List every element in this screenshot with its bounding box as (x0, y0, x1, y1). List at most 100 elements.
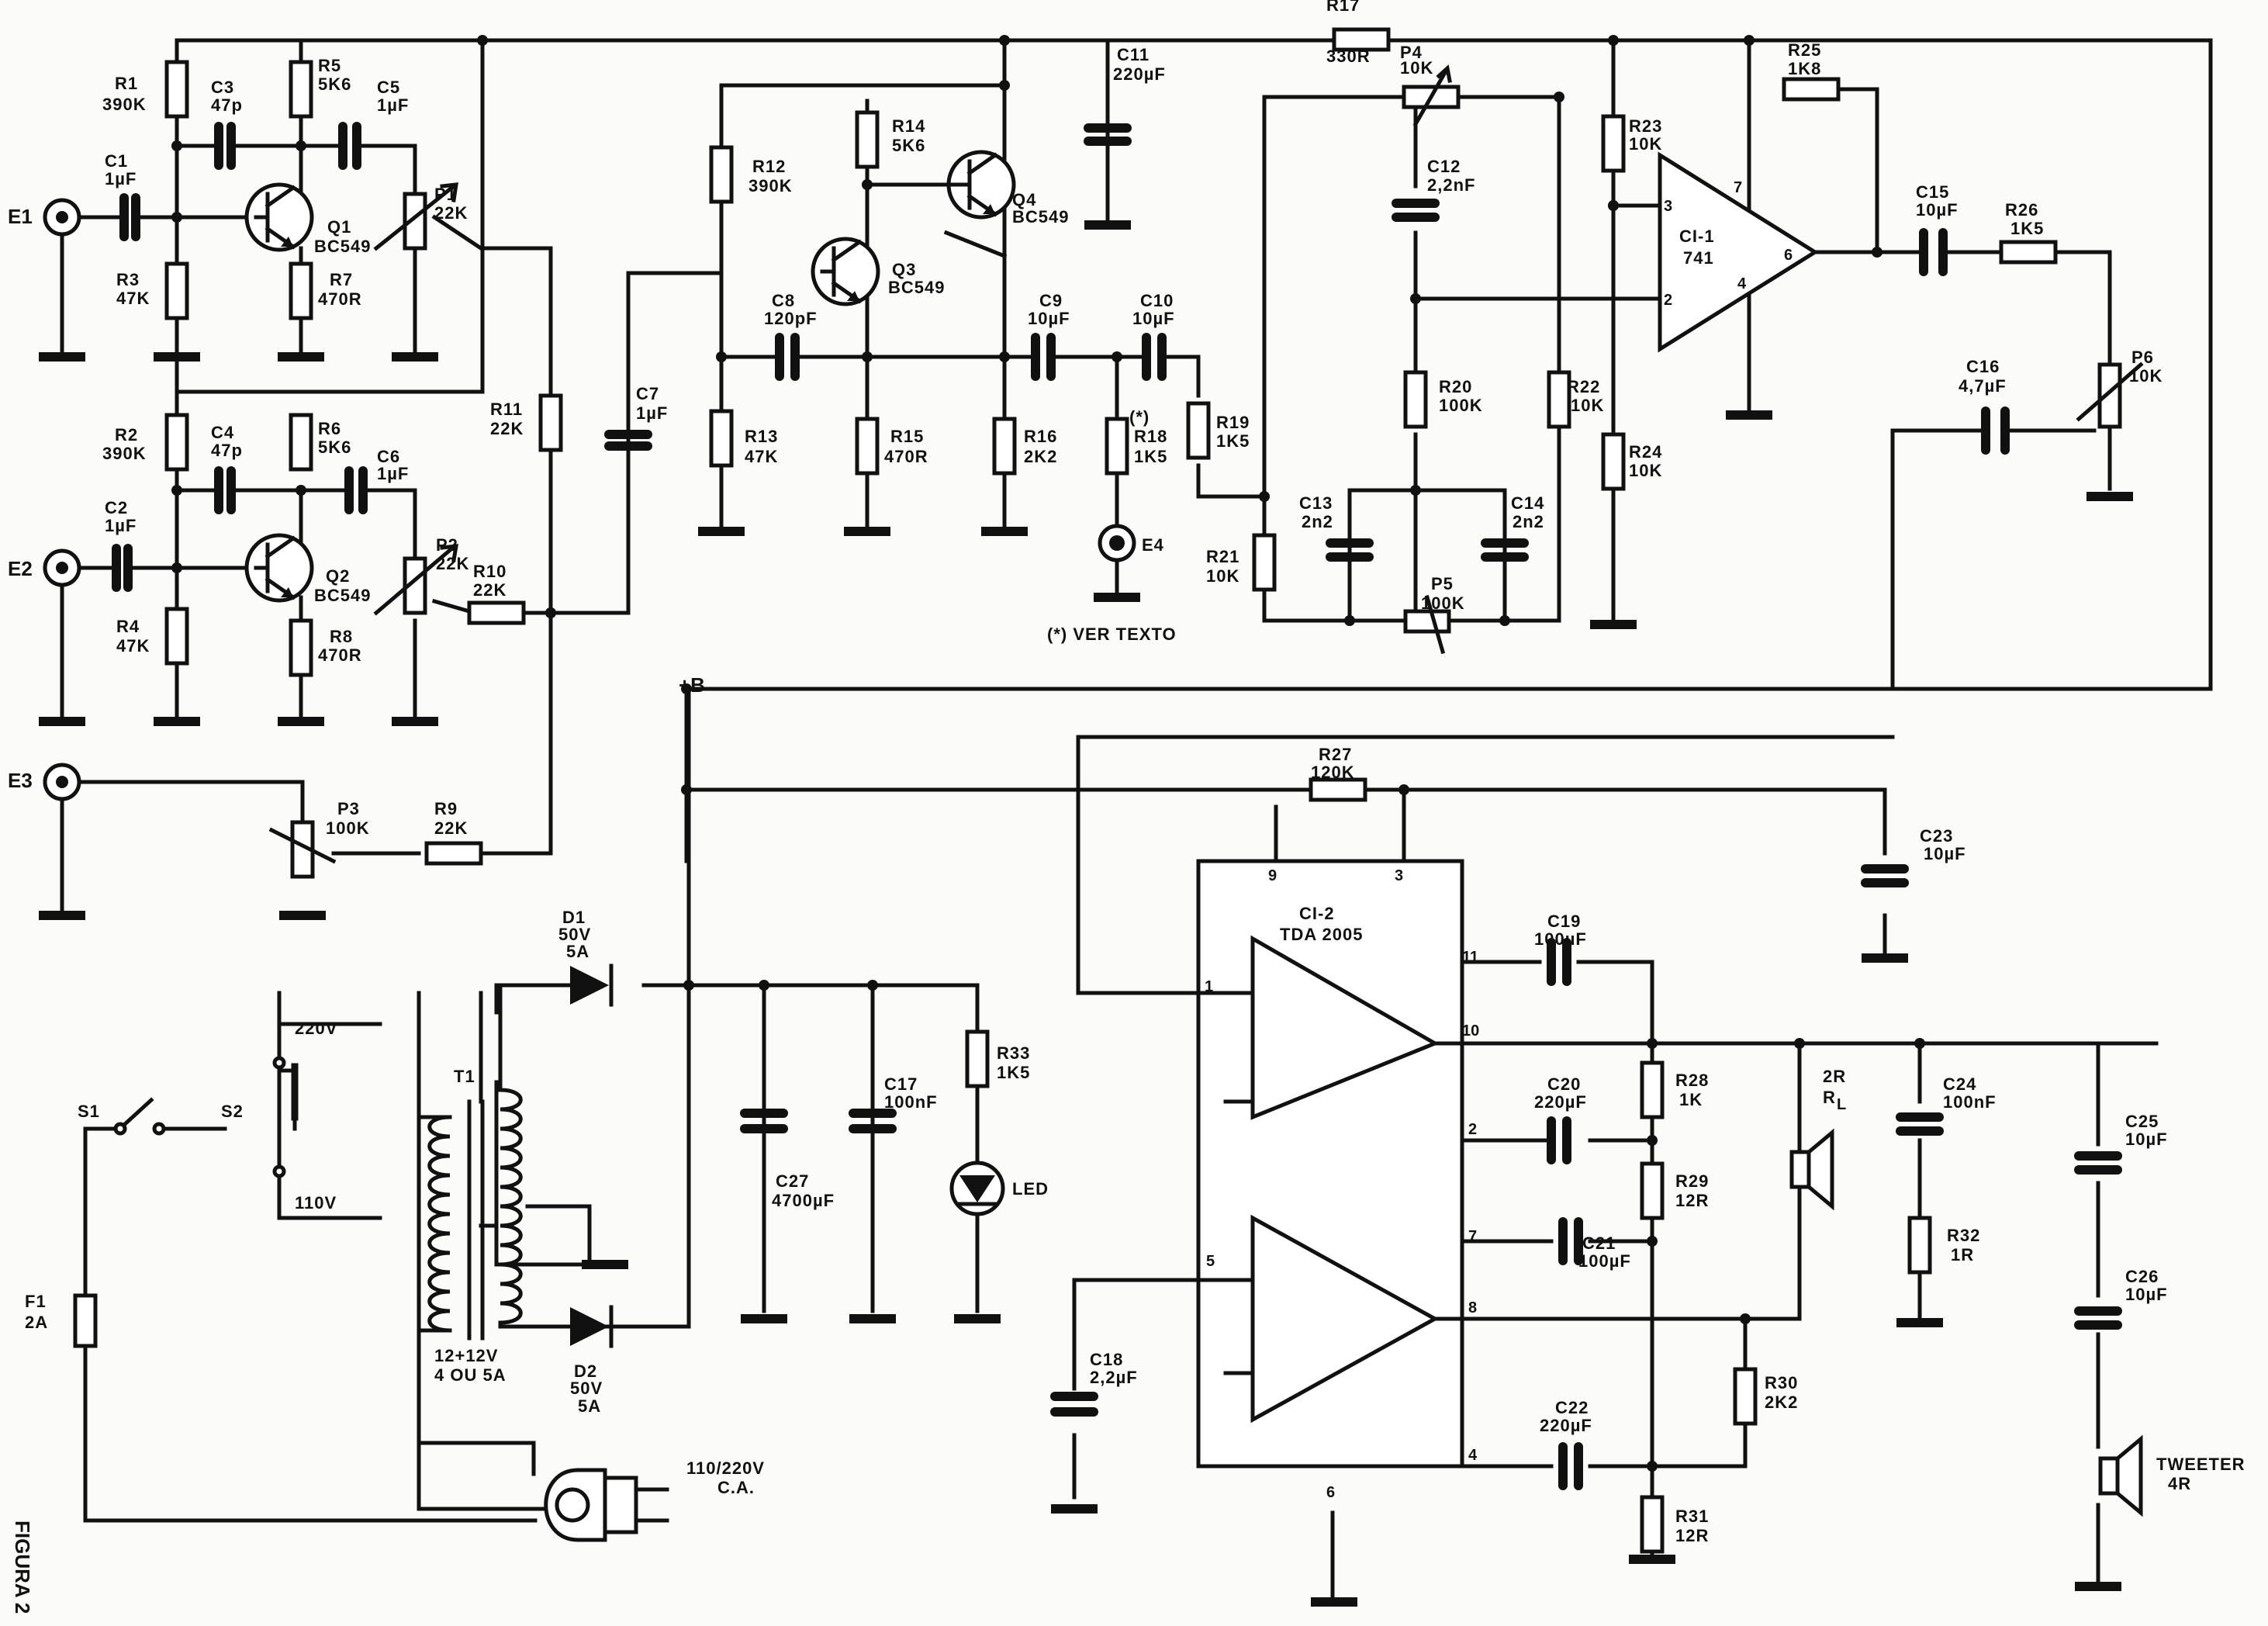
label-r26-ref: R26 (2005, 200, 2038, 220)
cap-c18 (1050, 1392, 1098, 1417)
fuse-f1 (73, 1293, 98, 1348)
cap-c21 (1558, 1217, 1583, 1265)
label-ic2-pin3: 3 (1395, 867, 1403, 884)
resistor-r12 (709, 145, 734, 204)
label-d2-ref: D2 (574, 1361, 597, 1381)
label-c5-ref: C5 (377, 78, 400, 97)
label-c19-ref: C19 (1547, 912, 1581, 931)
label-r30-val: 2K2 (1765, 1392, 1798, 1412)
resistor-r33 (965, 1029, 990, 1088)
label-ic2-pin5: 5 (1206, 1253, 1215, 1270)
label-r24-val: 10K (1629, 461, 1662, 480)
cap-c23 (1861, 864, 1909, 887)
label-r17-val: 330R (1326, 47, 1371, 66)
label-c10-ref: C10 (1140, 291, 1174, 310)
label-c22-ref: C22 (1555, 1398, 1589, 1417)
label-p6-val: 10K (2129, 366, 2163, 386)
label-r20-val: 100K (1439, 396, 1483, 415)
label-r24-ref: R24 (1629, 442, 1662, 462)
resistor-r30 (1733, 1367, 1758, 1426)
cap-c4 (214, 466, 236, 514)
label-r28-val: 1K (1679, 1090, 1703, 1109)
pot-p5 (1403, 609, 1451, 634)
label-s1: S1 (78, 1102, 100, 1121)
label-c3-ref: C3 (211, 78, 234, 97)
resistor-r15 (855, 417, 880, 476)
label-r13-val: 47K (745, 447, 778, 466)
label-ic2-pin10: 10 (1462, 1022, 1479, 1040)
resistor-r19 (1186, 401, 1211, 460)
label-ic2-ref: CI-2 (1299, 904, 1335, 923)
label-r4-val: 47K (116, 636, 150, 656)
label-c7-val: 1µF (636, 403, 668, 423)
ground-symbols (39, 220, 2133, 1607)
label-c15-ref: C15 (1916, 182, 1949, 202)
label-r18-val: 1K5 (1134, 447, 1167, 466)
transformer-t1 (417, 987, 592, 1341)
resistor-r26 (1999, 240, 2058, 265)
label-ic1-ref: CI-1 (1679, 227, 1715, 246)
label-r31-val: 12R (1675, 1526, 1709, 1545)
label-r3-ref: R3 (116, 270, 140, 289)
label-c24-val: 100nF (1943, 1092, 1997, 1112)
label-r18-mark: (*) (1129, 407, 1150, 427)
label-c12-ref: C12 (1427, 157, 1461, 176)
label-c2-val: 1µF (105, 516, 137, 535)
resistor-r24 (1601, 432, 1626, 491)
label-r13-ref: R13 (745, 427, 778, 446)
label-r14-val: 5K6 (892, 136, 925, 155)
label-p5-val: 100K (1421, 593, 1465, 613)
label-r11-val: 22K (490, 419, 524, 438)
resistor-r6 (289, 413, 313, 472)
label-ic2-pin9: 9 (1268, 867, 1277, 884)
switches (113, 1022, 299, 1220)
label-r23-ref: R23 (1629, 116, 1662, 136)
label-c21-val: 100µF (1578, 1251, 1631, 1271)
resistor-r13 (709, 409, 734, 468)
label-e2: E2 (8, 557, 33, 580)
label-r5-ref: R5 (318, 56, 341, 75)
label-q1-type: BC549 (314, 237, 371, 256)
label-c27-val: 4700µF (772, 1191, 835, 1210)
label-c18-ref: C18 (1090, 1350, 1123, 1369)
label-r30-ref: R30 (1765, 1373, 1798, 1392)
label-p1-val: 22K (434, 203, 468, 223)
cap-c15 (1919, 228, 1948, 276)
label-ic2-pin11: 11 (1462, 949, 1478, 966)
label-q4-type: BC549 (1012, 207, 1069, 227)
resistor-r32 (1907, 1216, 1932, 1275)
resistor-r31 (1640, 1495, 1665, 1554)
label-ic1-pin3: 3 (1664, 198, 1672, 215)
label-r31-ref: R31 (1675, 1507, 1709, 1526)
label-p1-ref: P1 (434, 185, 457, 204)
resistor-r20 (1403, 370, 1428, 429)
label-ic2-pin1: 1 (1205, 978, 1213, 995)
cap-c20 (1547, 1116, 1571, 1164)
transistor-q2 (244, 533, 314, 603)
label-c14-val: 2n2 (1513, 512, 1544, 531)
label-p5-ref: P5 (1431, 574, 1454, 593)
cap-c1 (119, 193, 140, 241)
label-r16-val: 2K2 (1024, 447, 1057, 466)
resistor-r5 (289, 60, 313, 119)
label-led: LED (1012, 1179, 1049, 1199)
label-r21-val: 10K (1206, 566, 1239, 586)
resistor-r18 (1105, 417, 1129, 476)
label-r1-val: 390K (102, 95, 147, 114)
label-q3-ref: Q3 (892, 260, 916, 279)
label-r3-val: 47K (116, 289, 150, 308)
label-c6-ref: C6 (377, 447, 400, 466)
label-r9-val: 22K (434, 818, 468, 838)
label-r11-ref: R11 (490, 400, 523, 419)
cap-c19 (1547, 938, 1571, 986)
label-r18-ref: R18 (1134, 427, 1167, 446)
label-rail-b: +B (679, 673, 705, 697)
label-r33-ref: R33 (997, 1043, 1030, 1063)
label-mains-sub: C.A. (717, 1478, 755, 1497)
label-r16-ref: R16 (1024, 427, 1057, 446)
potentiometers (268, 64, 2144, 879)
label-r4-ref: R4 (116, 617, 140, 636)
resistor-r29 (1640, 1161, 1665, 1220)
label-c10-val: 10µF (1132, 309, 1175, 328)
